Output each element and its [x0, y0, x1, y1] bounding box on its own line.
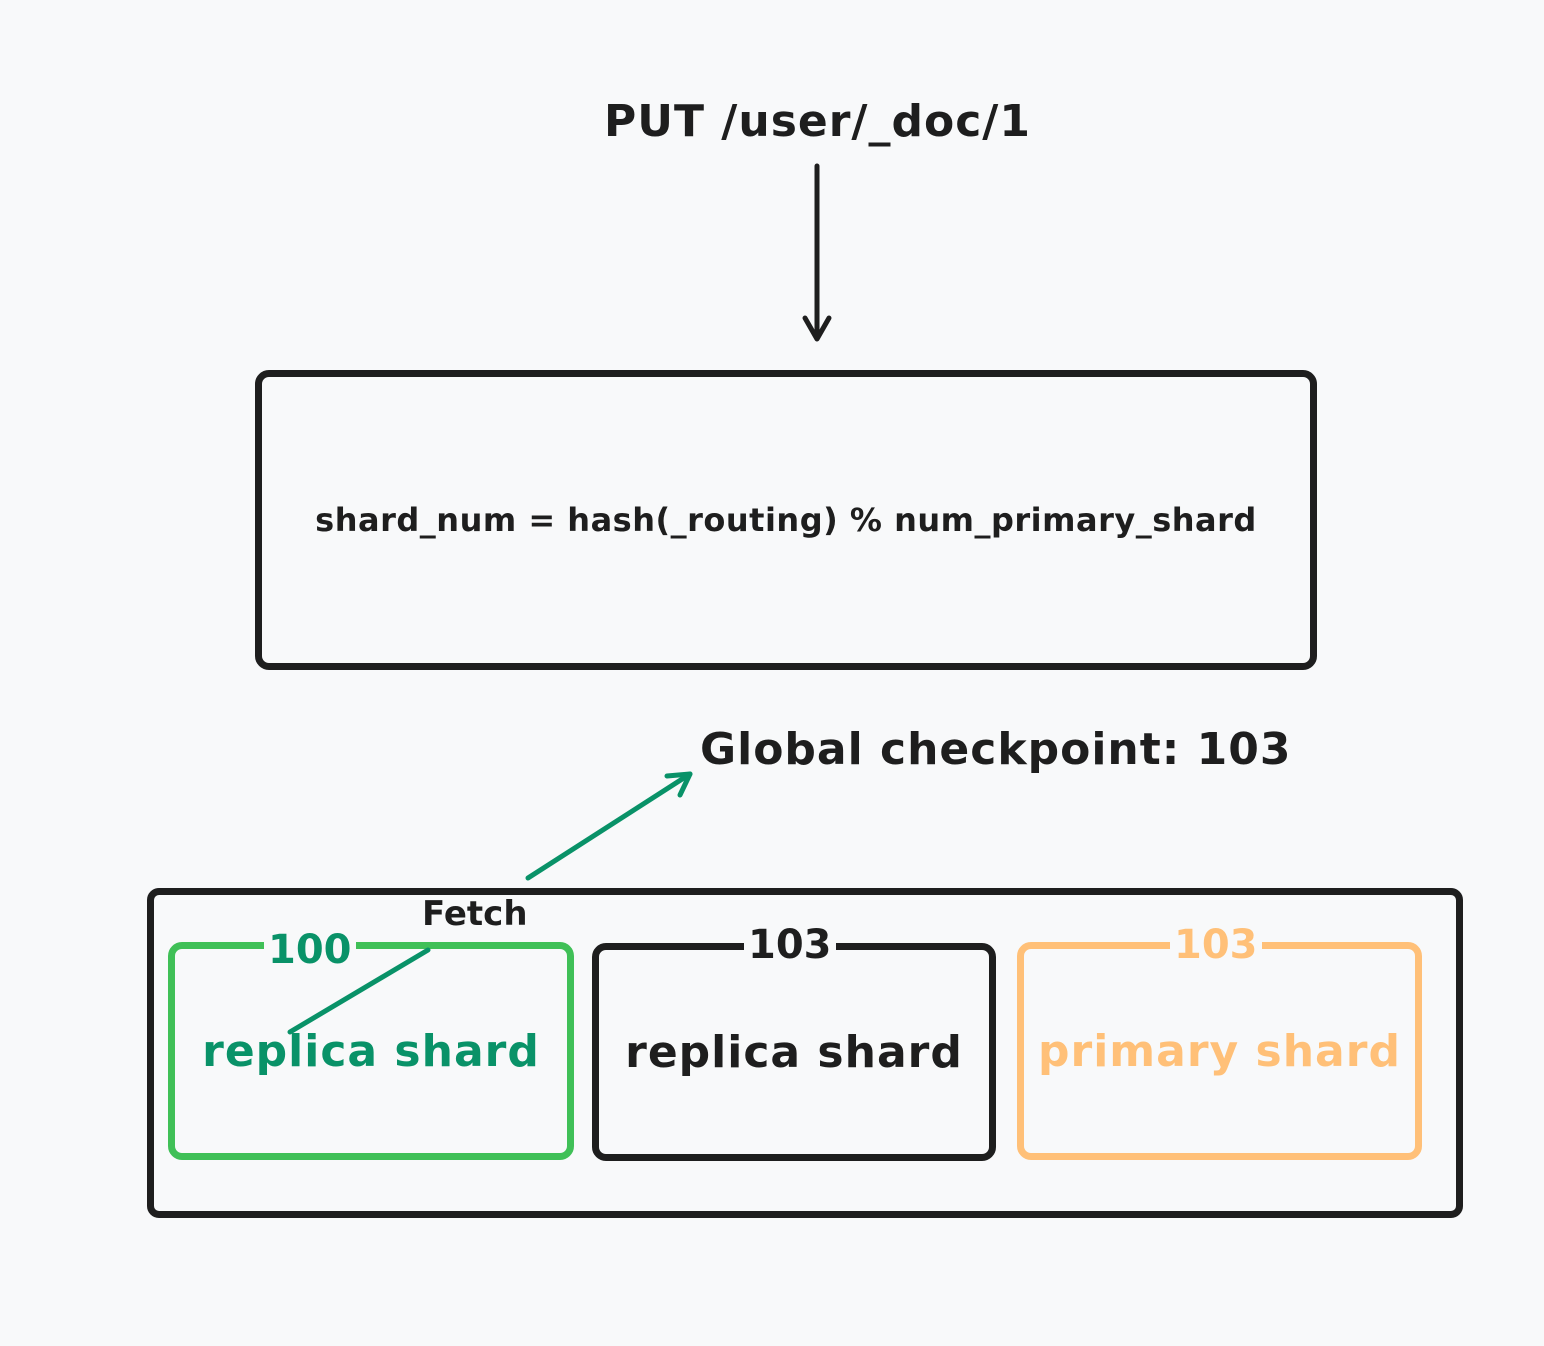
- replica-shard-1: replica shard: [168, 942, 574, 1160]
- shard-seq-number: 103: [1170, 925, 1262, 965]
- routing-box: shard_num = hash(_routing) % num_primary…: [255, 370, 1317, 670]
- shard-label: replica shard: [625, 1026, 963, 1078]
- shard-label: primary shard: [1038, 1025, 1401, 1077]
- global-checkpoint-label: Global checkpoint: 103: [700, 724, 1292, 775]
- shard-label: replica shard: [202, 1025, 540, 1077]
- shard-seq-number: 100: [264, 930, 356, 970]
- fetch-label: Fetch: [422, 894, 528, 934]
- request-arrow: [802, 163, 832, 342]
- routing-formula: shard_num = hash(_routing) % num_primary…: [315, 501, 1257, 539]
- request-label: PUT /user/_doc/1: [604, 96, 1031, 147]
- fetch-arrow: [287, 771, 693, 1035]
- shard-group: [147, 888, 1463, 1218]
- shard-seq-number: 103: [744, 925, 836, 965]
